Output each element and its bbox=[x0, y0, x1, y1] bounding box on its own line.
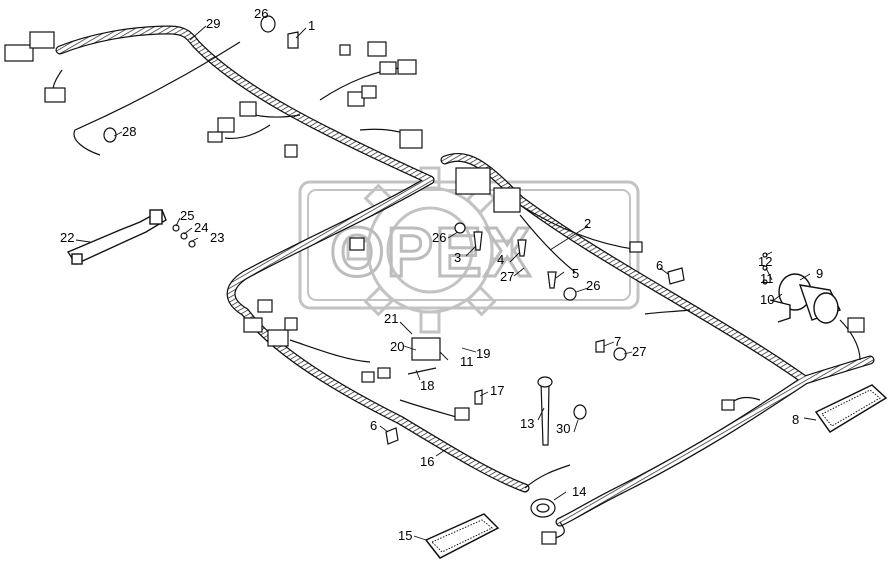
callout-16: 16 bbox=[420, 454, 434, 469]
callout-17: 17 bbox=[490, 383, 504, 398]
leader-lines bbox=[75, 25, 817, 541]
callout-9: 9 bbox=[816, 266, 823, 281]
watermark-text: OPEX bbox=[330, 213, 533, 291]
small-parts bbox=[103, 15, 768, 518]
callout-6: 6 bbox=[370, 418, 377, 433]
callout-21: 21 bbox=[384, 311, 398, 326]
callout-20: 20 bbox=[390, 339, 404, 354]
callout-3: 3 bbox=[454, 250, 461, 265]
callout-10: 10 bbox=[760, 292, 774, 307]
rear-lamp-left bbox=[424, 513, 500, 559]
callout-11: 11 bbox=[760, 271, 774, 286]
callout-12: 12 bbox=[758, 254, 772, 269]
callout-28: 28 bbox=[122, 124, 136, 139]
thin-wires bbox=[52, 41, 861, 541]
callout-6: 6 bbox=[656, 258, 663, 273]
callout-26: 26 bbox=[254, 6, 268, 21]
callout-15: 15 bbox=[398, 528, 412, 543]
callout-13: 13 bbox=[520, 416, 534, 431]
callout-7: 7 bbox=[614, 334, 621, 349]
callout-30: 30 bbox=[556, 421, 570, 436]
callout-27: 27 bbox=[500, 269, 514, 284]
callout-24: 24 bbox=[194, 220, 208, 235]
horn bbox=[769, 273, 841, 324]
callout-11: 11 bbox=[460, 354, 474, 369]
callout-18: 18 bbox=[420, 378, 434, 393]
callout-8: 8 bbox=[792, 412, 799, 427]
callout-25: 25 bbox=[180, 208, 194, 223]
callout-26: 26 bbox=[432, 230, 446, 245]
callout-22: 22 bbox=[60, 230, 74, 245]
callout-1: 1 bbox=[308, 18, 315, 33]
bracket bbox=[66, 209, 167, 265]
callout-2: 2 bbox=[584, 216, 591, 231]
callout-27: 27 bbox=[632, 344, 646, 359]
callout-23: 23 bbox=[210, 230, 224, 245]
callout-4: 4 bbox=[497, 252, 504, 267]
callout-19: 19 bbox=[476, 346, 490, 361]
callout-5: 5 bbox=[572, 266, 579, 281]
callout-29: 29 bbox=[206, 16, 220, 31]
callout-labels: 1 2 3 4 5 6 6 7 8 9 10 11 11 12 13 14 15… bbox=[60, 6, 823, 543]
callout-14: 14 bbox=[572, 484, 586, 499]
callout-26: 26 bbox=[586, 278, 600, 293]
connectors bbox=[4, 31, 865, 545]
rear-lamp-right bbox=[814, 384, 888, 434]
